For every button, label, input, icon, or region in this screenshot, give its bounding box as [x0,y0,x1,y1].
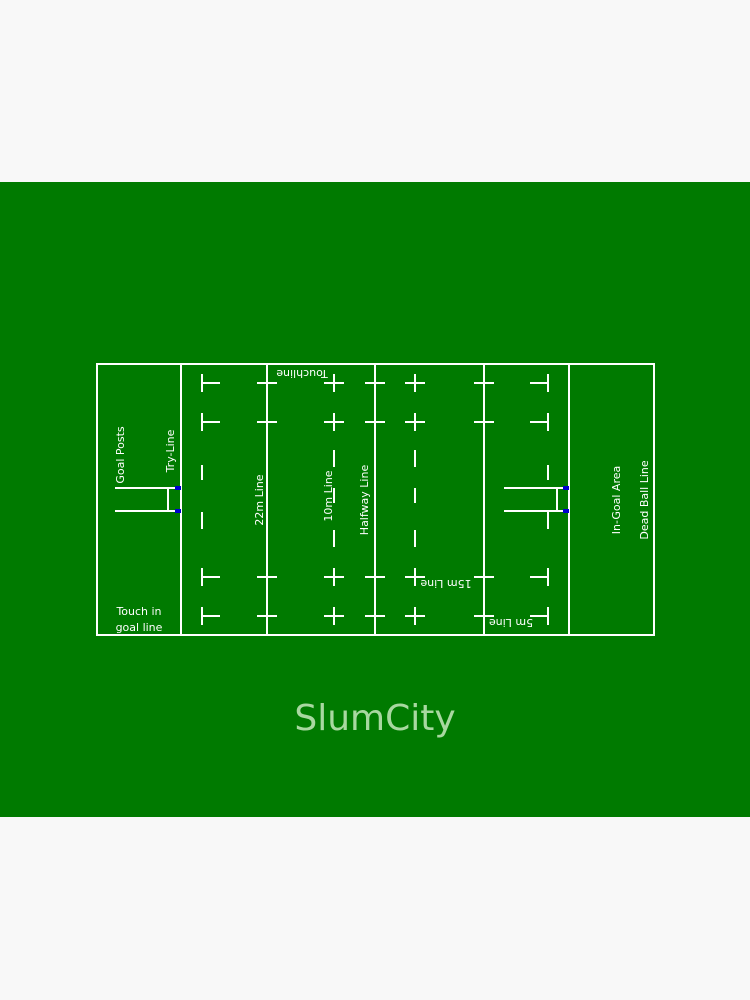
label-10m-line: 10m Line [322,470,335,521]
label-goal-posts: Goal Posts [114,426,127,484]
label-touch-in-goal-line-1: Touch in [115,605,161,618]
label-in-goal-area: In-Goal Area [610,466,623,534]
pitch-lines [115,364,570,635]
label-touch-in-goal-line-2: goal line [116,621,163,634]
label-22m-line: 22m Line [253,474,266,525]
label-15m-line: 15m Line [420,577,471,590]
label-5m-line: 5m Line [489,616,533,629]
label-halfway-line: Halfway Line [358,465,371,536]
label-try-line: Try-Line [164,429,177,473]
watermark: SlumCity [294,698,455,739]
label-dead-ball-line: Dead Ball Line [638,460,651,540]
label-touchline: Touchline [276,367,329,380]
